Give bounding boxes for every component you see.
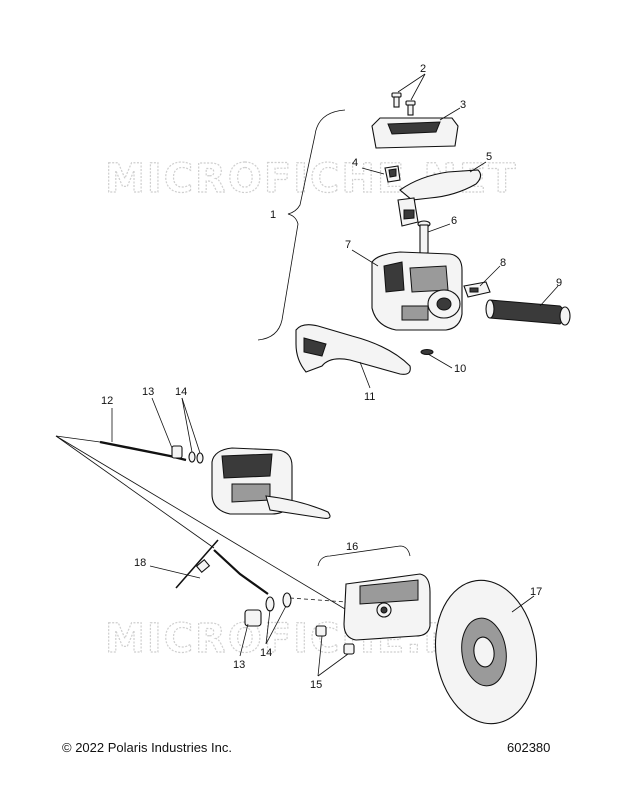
callout-13-upper: 13 — [142, 386, 154, 398]
part-grip-9 — [485, 299, 571, 326]
part-reservoir-cover-3 — [371, 117, 459, 149]
drawing-number: 602380 — [507, 740, 551, 755]
callout-12: 12 — [101, 395, 113, 407]
callout-7: 7 — [345, 239, 351, 251]
part-clip-18 — [175, 539, 219, 589]
callout-8: 8 — [500, 257, 506, 269]
part-switch-8 — [463, 281, 491, 298]
part-clip-4 — [384, 165, 401, 183]
assembly-bracket — [257, 109, 346, 341]
callout-16: 16 — [346, 541, 358, 553]
part-banjo-bolt-13-upper — [171, 445, 204, 464]
callout-9: 9 — [556, 277, 562, 289]
copyright-notice: © 2022 Polaris Industries Inc. — [62, 740, 232, 755]
part-banjo-bolt-13-lower — [244, 592, 292, 627]
callout-11: 11 — [364, 391, 375, 403]
callout-4: 4 — [352, 157, 358, 169]
callout-13-lower: 13 — [233, 659, 245, 671]
callout-2: 2 — [420, 63, 426, 75]
part-screws-2 — [391, 92, 416, 116]
part-bolts-15 — [315, 625, 355, 655]
assembled-master-cylinder — [211, 447, 331, 519]
lower-brake-line — [213, 549, 269, 595]
part-brake-lever-11 — [295, 324, 411, 375]
callout-1: 1 — [270, 209, 276, 221]
part-pin-6 — [417, 220, 431, 254]
part-caliper-16 — [317, 545, 431, 641]
callout-15: 15 — [310, 679, 322, 691]
part-master-cylinder-7 — [371, 251, 463, 331]
callout-17: 17 — [530, 586, 542, 598]
callout-6: 6 — [451, 215, 457, 227]
callout-18: 18 — [134, 557, 146, 569]
callout-5: 5 — [486, 151, 492, 163]
leader-lines — [111, 73, 559, 677]
callout-10: 10 — [454, 363, 466, 375]
part-rotor-17 — [434, 579, 538, 725]
part-lever-5 — [397, 169, 482, 227]
part-brake-line-12 — [55, 435, 351, 613]
callout-14-lower: 14 — [260, 647, 272, 659]
part-washer-10 — [420, 349, 434, 355]
callout-3: 3 — [460, 99, 466, 111]
callout-14-upper: 14 — [175, 386, 187, 398]
